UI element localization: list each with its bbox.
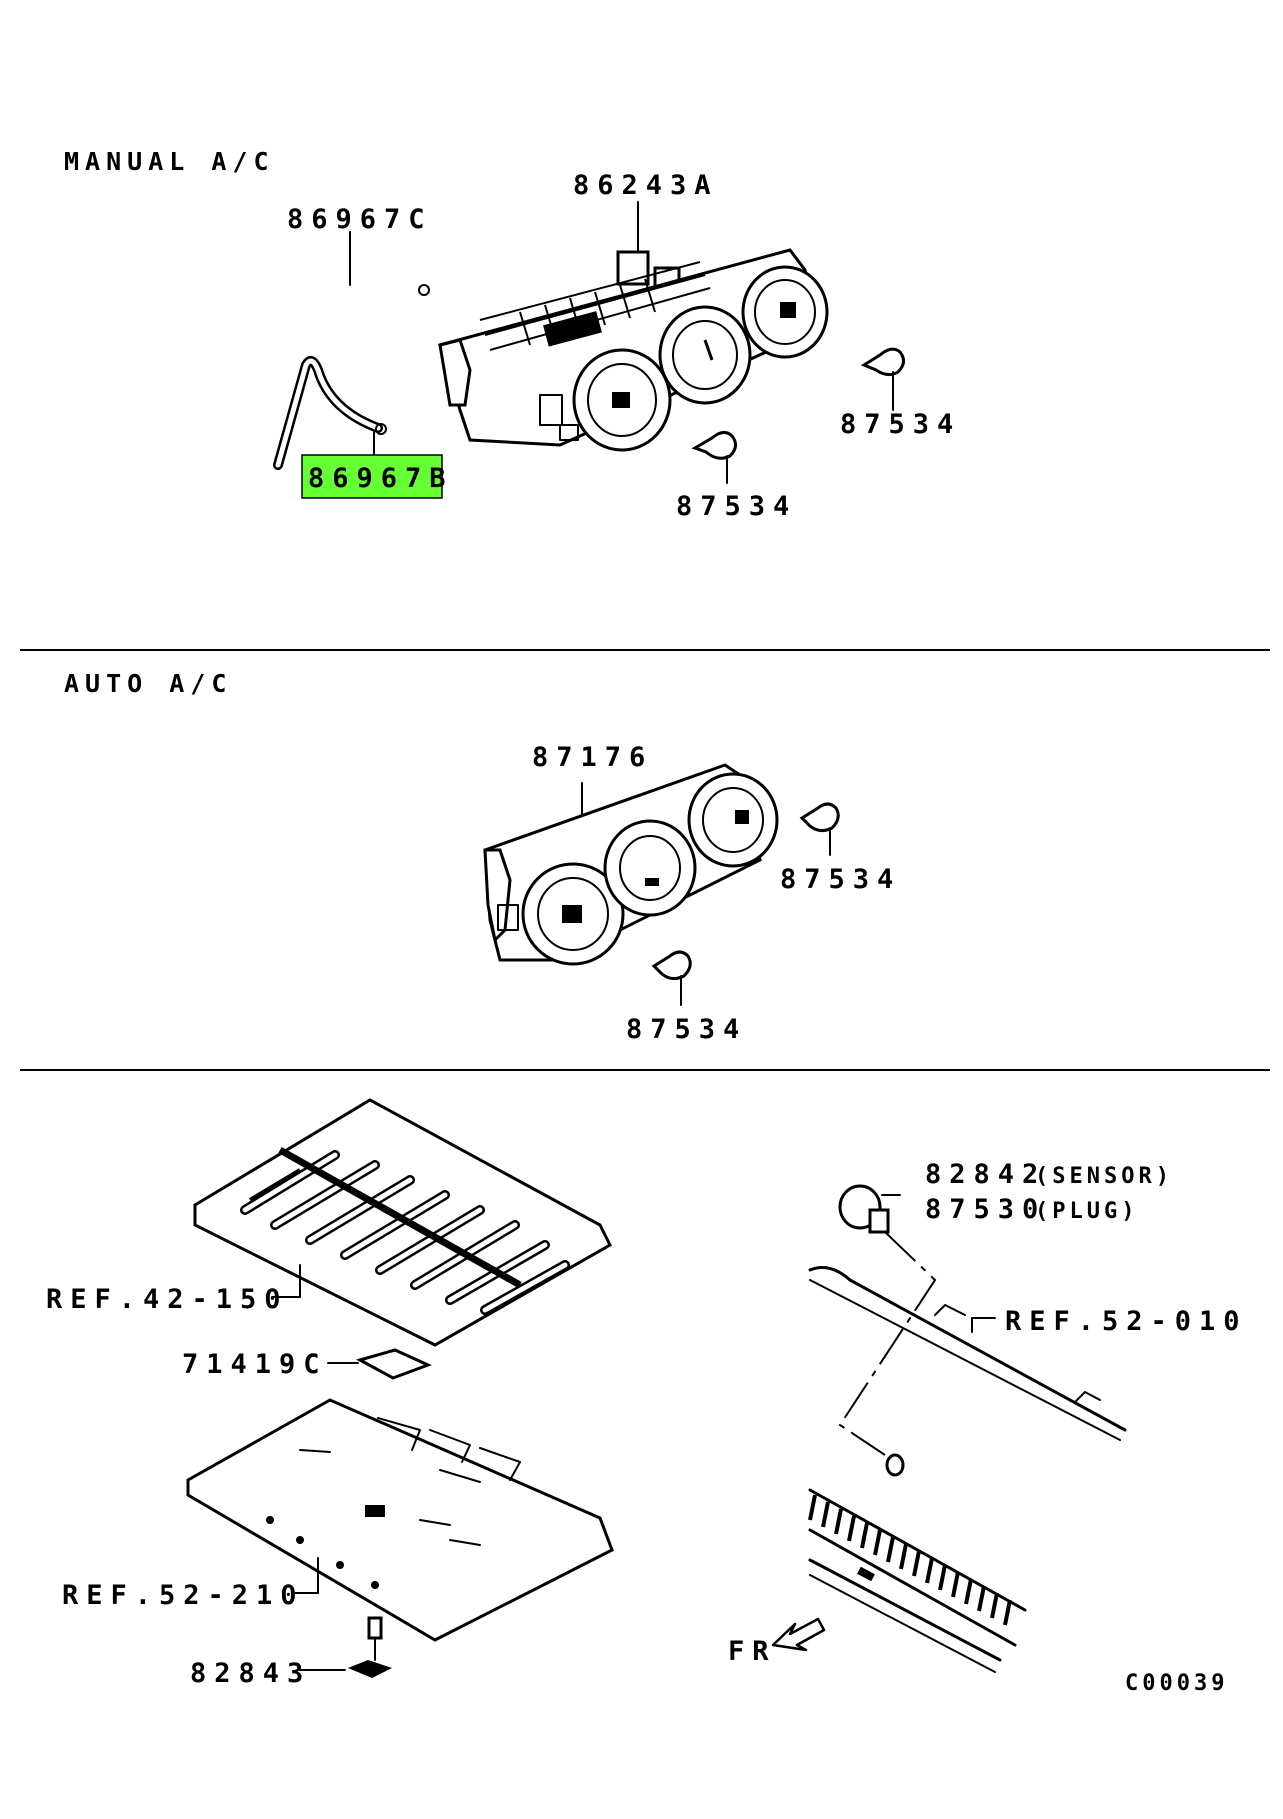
label-71419c[interactable]: 71419C xyxy=(182,1349,328,1380)
control-panel-auto[interactable] xyxy=(483,763,779,966)
label-ref-52-210[interactable]: REF.52-210 xyxy=(62,1580,305,1611)
label-87534-a[interactable]: 87534 xyxy=(840,409,961,440)
label-87176[interactable]: 87176 xyxy=(532,742,653,773)
front-arrow-icon xyxy=(771,1617,826,1652)
roof-panel-ref-52-210[interactable] xyxy=(186,1398,614,1642)
clip-87534-c[interactable] xyxy=(799,802,840,856)
clip-82843[interactable] xyxy=(348,1616,392,1678)
highlight-86967b xyxy=(301,454,443,499)
label-ref-52-010[interactable]: REF.52-010 xyxy=(1005,1306,1248,1337)
label-86967b[interactable]: 86967B xyxy=(308,463,454,494)
sensor-82842[interactable] xyxy=(838,1184,890,1234)
clip-87534-b[interactable] xyxy=(691,431,737,484)
clip-87534-a[interactable] xyxy=(860,347,905,411)
label-82842[interactable]: 82842 xyxy=(925,1159,1046,1190)
section-heading-auto: AUTO A/C xyxy=(64,669,232,698)
hose-86967c[interactable] xyxy=(177,266,430,633)
label-82843[interactable]: 82843 xyxy=(190,1658,311,1689)
plug-hole xyxy=(885,1453,905,1477)
leader-sensor-install xyxy=(838,1231,937,1456)
section-heading-manual: MANUAL A/C xyxy=(64,147,275,176)
label-87534-c[interactable]: 87534 xyxy=(780,864,901,895)
clip-87534-d[interactable] xyxy=(651,950,692,1006)
label-87534-b[interactable]: 87534 xyxy=(676,491,797,522)
label-ref-42-150[interactable]: REF.42-150 xyxy=(46,1284,289,1315)
headliner-ref-42-150[interactable] xyxy=(193,1098,612,1347)
front-marker-label: FR xyxy=(728,1636,777,1667)
label-82842-note: (SENSOR) xyxy=(1035,1164,1173,1189)
diagram-code: C00039 xyxy=(1125,1671,1228,1696)
control-panel-manual[interactable] xyxy=(438,248,829,452)
hose-86967b[interactable] xyxy=(273,356,387,470)
label-87530[interactable]: 87530 xyxy=(925,1194,1046,1225)
panel-ref-52-010[interactable] xyxy=(808,1266,1127,1441)
pad-71419c[interactable] xyxy=(356,1348,432,1380)
label-87534-d[interactable]: 87534 xyxy=(626,1014,747,1045)
label-86967c[interactable]: 86967C xyxy=(287,204,433,235)
label-86243a[interactable]: 86243A xyxy=(573,170,719,201)
label-87530-note: (PLUG) xyxy=(1035,1199,1138,1224)
roof-frame-ribbed xyxy=(808,1488,1027,1673)
